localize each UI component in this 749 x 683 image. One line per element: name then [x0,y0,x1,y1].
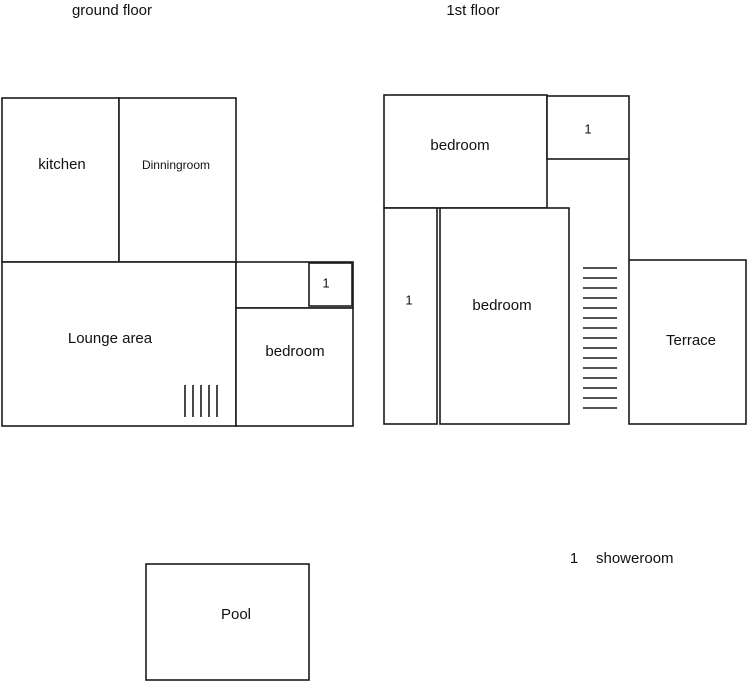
kitchen-label: kitchen [38,156,86,173]
first-bedroom-main-label: bedroom [472,297,531,314]
legend-text: showeroom [596,550,674,567]
first-floor-plan: bedroom 1 1 bedroom Terrace [383,94,747,425]
first-bedroom-main-room [439,207,570,425]
terrace-area [628,259,747,425]
ground-bedroom-room [235,307,354,427]
legend: 1 showeroom [570,550,674,567]
ground-shower-room [308,262,353,307]
terrace-label: Terrace [666,332,716,349]
pool-outline [145,563,310,681]
ground-floor-title: ground floor [72,2,152,19]
pool-area: Pool [145,563,310,681]
first-stairs [583,267,617,409]
first-bedroom-top-label: bedroom [430,137,489,154]
ground-shower-label: 1 [322,275,329,290]
dining-label: Dinningroom [142,158,210,172]
dining-room [118,97,237,263]
first-shower-top-room [546,95,630,160]
first-shower-left-label: 1 [405,292,412,307]
lounge-label: Lounge area [68,330,153,347]
first-shower-top-label: 1 [584,121,591,136]
first-shower-left-room [383,207,438,425]
pool-label: Pool [221,606,251,623]
ground-bedroom-label: bedroom [265,343,324,360]
legend-number: 1 [570,550,578,567]
ground-stairs [184,385,218,417]
lounge-room [1,261,237,427]
ground-floor-plan: kitchen Dinningroom Lounge area 1 bedroo… [1,97,354,427]
first-bedroom-top-room [383,94,548,209]
kitchen-room [1,97,120,263]
first-floor-title: 1st floor [446,2,499,19]
